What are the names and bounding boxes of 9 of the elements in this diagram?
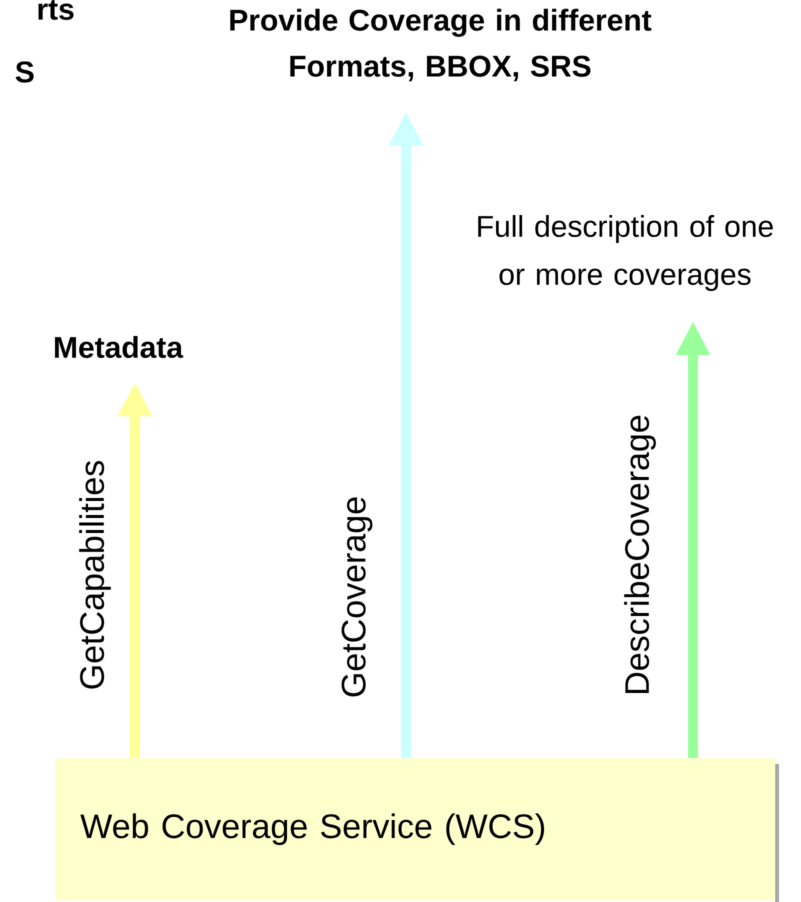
heading-fragment: rts (38, 0, 74, 20)
output-label: Metadata (55, 336, 184, 358)
edge-label: GetCoverage (342, 497, 372, 696)
edge-label: GetCapabilities (79, 461, 111, 689)
output-label: Provide Coverage in different Formats, BBOX, SRS (230, 8, 652, 82)
service-box: Web Coverage Service (WCS) (55, 758, 776, 900)
heading-fragment: S (16, 61, 34, 83)
edge-label: DescribeCoverage (624, 416, 656, 693)
output-label: Full description of one or more coverages (478, 215, 773, 291)
